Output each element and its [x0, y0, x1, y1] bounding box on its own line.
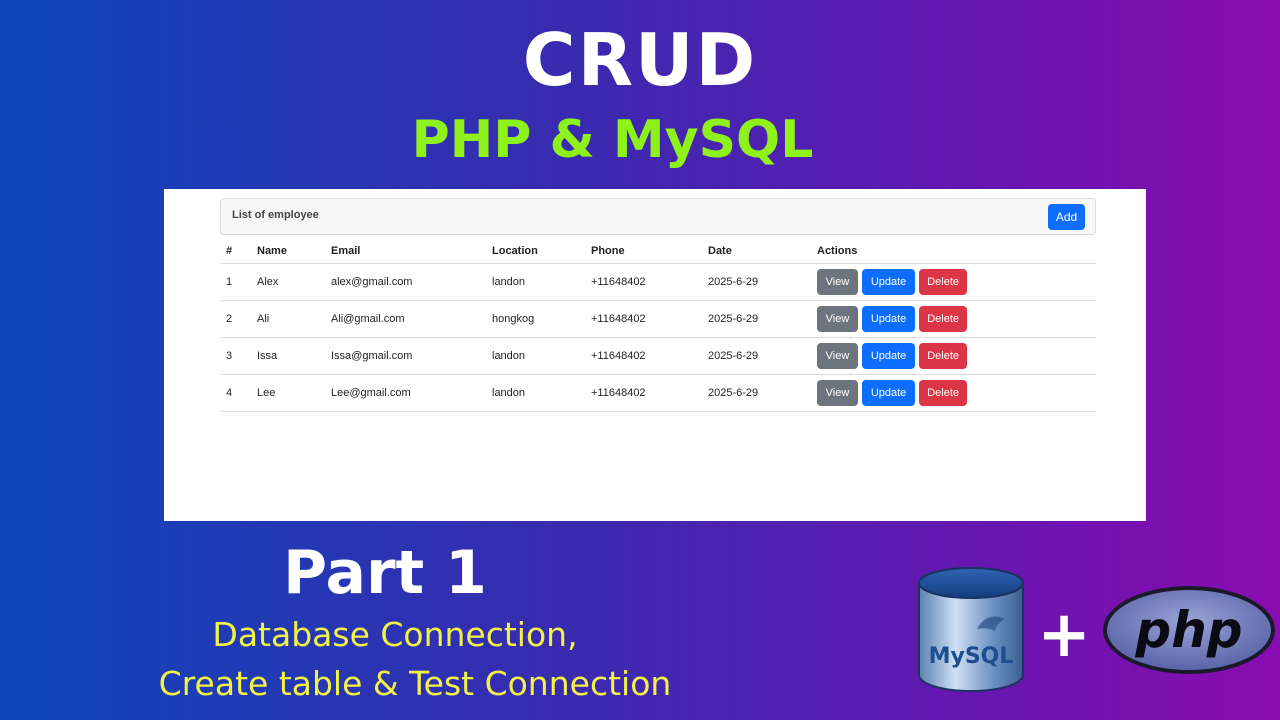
- cell-date: 2025-6-29: [702, 263, 811, 301]
- delete-button[interactable]: Delete: [919, 268, 968, 295]
- column-header-email: Email: [325, 239, 486, 264]
- update-button[interactable]: Update: [862, 379, 916, 406]
- banner-subtitle: PHP & MySQL: [411, 110, 814, 170]
- table-row: 1 Alex alex@gmail.com landon +11648402 2…: [220, 263, 1096, 301]
- php-logo-icon: php: [1103, 586, 1275, 674]
- column-header-date: Date: [702, 239, 811, 264]
- delete-button[interactable]: Delete: [919, 342, 968, 369]
- cell-actions: View Update Delete: [811, 300, 1096, 338]
- table-row: 2 Ali Ali@gmail.com hongkog +11648402 20…: [220, 300, 1096, 338]
- table-row: 4 Lee Lee@gmail.com landon +11648402 202…: [220, 374, 1096, 412]
- cell-id: 3: [220, 337, 251, 375]
- column-header-phone: Phone: [585, 239, 702, 264]
- cell-phone: +11648402: [585, 337, 702, 375]
- cell-date: 2025-6-29: [702, 337, 811, 375]
- cell-actions: View Update Delete: [811, 337, 1096, 375]
- cell-id: 4: [220, 374, 251, 412]
- part-label: Part 1: [283, 538, 487, 608]
- cell-email: Ali@gmail.com: [325, 300, 486, 338]
- card-title: List of employee: [232, 209, 319, 221]
- cell-phone: +11648402: [585, 300, 702, 338]
- column-header-number: #: [220, 239, 251, 264]
- description-line-2: Create table & Test Connection: [158, 664, 672, 703]
- column-header-location: Location: [486, 239, 585, 264]
- cell-phone: +11648402: [585, 263, 702, 301]
- cell-date: 2025-6-29: [702, 374, 811, 412]
- mysql-logo-text: MySQL: [929, 644, 1014, 669]
- delete-button[interactable]: Delete: [919, 305, 968, 332]
- view-button[interactable]: View: [817, 268, 858, 295]
- table-row: 3 Issa Issa@gmail.com landon +11648402 2…: [220, 337, 1096, 375]
- delete-button[interactable]: Delete: [919, 379, 968, 406]
- employee-table: # Name Email Location Phone Date Actions…: [220, 239, 1096, 412]
- cell-phone: +11648402: [585, 374, 702, 412]
- view-button[interactable]: View: [817, 342, 858, 369]
- cell-actions: View Update Delete: [811, 263, 1096, 301]
- cell-actions: View Update Delete: [811, 374, 1096, 412]
- cell-date: 2025-6-29: [702, 300, 811, 338]
- table-header-row: # Name Email Location Phone Date Actions: [220, 239, 1096, 264]
- cell-location: landon: [486, 374, 585, 412]
- view-button[interactable]: View: [817, 379, 858, 406]
- mysql-database-icon: MySQL: [918, 567, 1024, 692]
- card-header: List of employee Add: [220, 198, 1096, 235]
- cell-name: Issa: [251, 337, 325, 375]
- update-button[interactable]: Update: [862, 342, 916, 369]
- cell-name: Lee: [251, 374, 325, 412]
- cell-name: Alex: [251, 263, 325, 301]
- banner-title: CRUD: [522, 18, 758, 102]
- cell-location: landon: [486, 263, 585, 301]
- cell-email: Issa@gmail.com: [325, 337, 486, 375]
- cell-id: 1: [220, 263, 251, 301]
- cell-location: landon: [486, 337, 585, 375]
- update-button[interactable]: Update: [862, 305, 916, 332]
- view-button[interactable]: View: [817, 305, 858, 332]
- cell-location: hongkog: [486, 300, 585, 338]
- column-header-name: Name: [251, 239, 325, 264]
- cell-id: 2: [220, 300, 251, 338]
- app-screenshot-panel: List of employee Add # Name Email Locati…: [164, 189, 1146, 521]
- column-header-actions: Actions: [811, 239, 1096, 264]
- php-logo-text: php: [1134, 601, 1242, 659]
- cell-email: Lee@gmail.com: [325, 374, 486, 412]
- add-button[interactable]: Add: [1048, 204, 1085, 230]
- description-line-1: Database Connection,: [212, 615, 578, 654]
- update-button[interactable]: Update: [862, 268, 916, 295]
- cell-email: alex@gmail.com: [325, 263, 486, 301]
- cell-name: Ali: [251, 300, 325, 338]
- plus-symbol: +: [1037, 598, 1091, 672]
